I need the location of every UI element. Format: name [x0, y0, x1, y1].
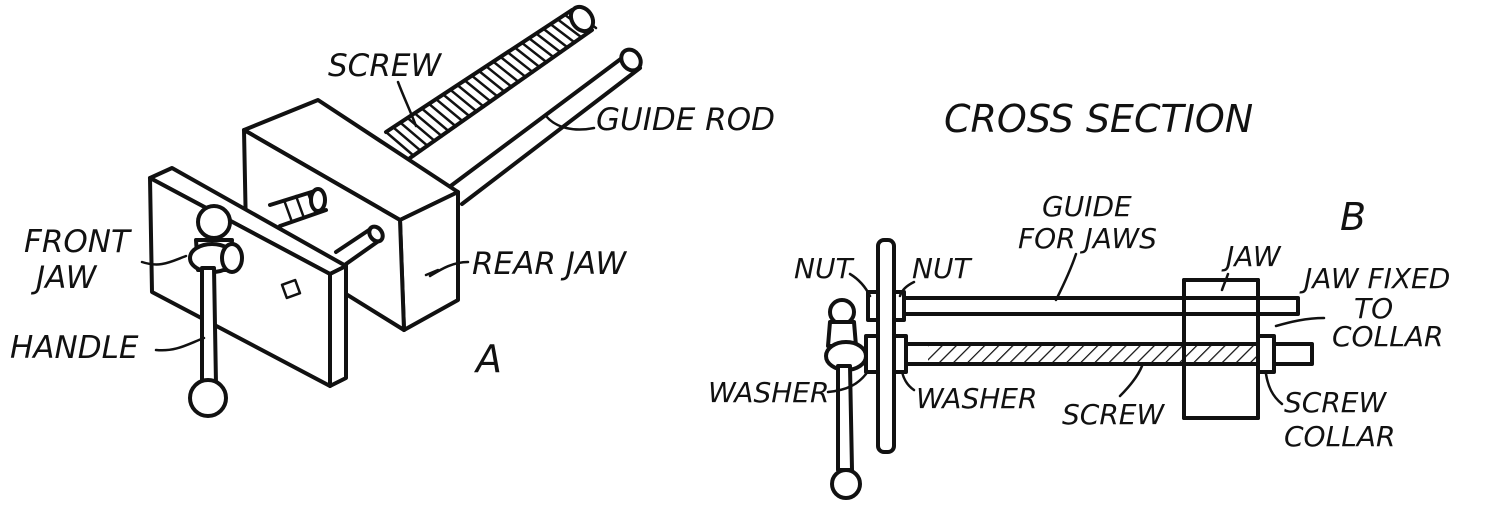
label-jaw-fixed-line1: JAW FIXED	[1299, 262, 1450, 295]
label-jaw-fixed-line2: TO	[1354, 292, 1393, 325]
leader-front-jaw	[140, 254, 188, 266]
figure-b: CROSS SECTION B GUIDE FOR JAWS NUT NUT J…	[708, 97, 1450, 500]
leader-screw-b	[1118, 364, 1144, 398]
threaded-screw	[384, 4, 598, 160]
leader-guide-for-jaws	[1054, 252, 1078, 302]
label-guide-rod: GUIDE ROD	[596, 102, 775, 138]
label-nut-left: NUT	[794, 252, 854, 285]
cross-section-jaw	[1182, 278, 1260, 420]
front-jaw-block	[148, 166, 348, 388]
vise-handle	[188, 204, 244, 418]
nut-left	[866, 290, 880, 322]
screw-between-jaws	[268, 187, 328, 228]
leader-screw-collar	[1264, 372, 1284, 406]
label-handle: HANDLE	[10, 330, 139, 366]
leader-jaw	[1220, 272, 1230, 292]
label-nut-right: NUT	[912, 252, 972, 285]
leader-nut-right	[898, 280, 916, 298]
washer-right	[892, 334, 908, 374]
label-rear-jaw: REAR JAW	[472, 246, 628, 282]
label-jaw: JAW	[1221, 240, 1282, 273]
leader-jaw-fixed	[1274, 316, 1326, 328]
guide-rod-between-jaws	[334, 224, 385, 266]
label-screw-collar-line2: COLLAR	[1284, 420, 1395, 453]
label-jaw-fixed-line3: COLLAR	[1332, 320, 1443, 353]
label-washer-right: WASHER	[916, 382, 1037, 415]
leader-washer-left	[826, 372, 868, 394]
figure-letter-a: A	[473, 337, 502, 381]
label-front-jaw-line2: JAW	[30, 260, 98, 296]
leader-washer-right	[900, 370, 916, 392]
leader-guide-rod	[544, 114, 596, 131]
front-plate	[876, 238, 896, 454]
nut-right	[892, 290, 906, 322]
leader-screw-a	[396, 80, 418, 128]
leader-rear-jaw	[428, 260, 470, 278]
label-guide-line2: FOR JAWS	[1018, 222, 1157, 255]
screw-collar	[1256, 334, 1276, 374]
figure-letter-b: B	[1340, 195, 1366, 239]
cross-section-handle	[824, 298, 868, 500]
leader-handle	[154, 336, 206, 352]
label-washer-left: WASHER	[708, 376, 829, 409]
label-screw-b: SCREW	[1062, 398, 1165, 431]
screw-threads	[384, 8, 598, 158]
label-guide-line1: GUIDE	[1042, 190, 1132, 223]
rear-jaw-block	[242, 98, 460, 332]
label-screw-a: SCREW	[328, 48, 442, 84]
cross-section-title: CROSS SECTION	[944, 97, 1253, 141]
figure-a: SCREW GUIDE ROD FRONT JAW REAR JAW HANDL…	[10, 4, 775, 418]
leader-nut-left	[848, 272, 872, 298]
guide-rod	[446, 47, 643, 206]
label-front-jaw-line1: FRONT	[24, 224, 132, 260]
label-screw-collar-line1: SCREW	[1284, 386, 1387, 419]
